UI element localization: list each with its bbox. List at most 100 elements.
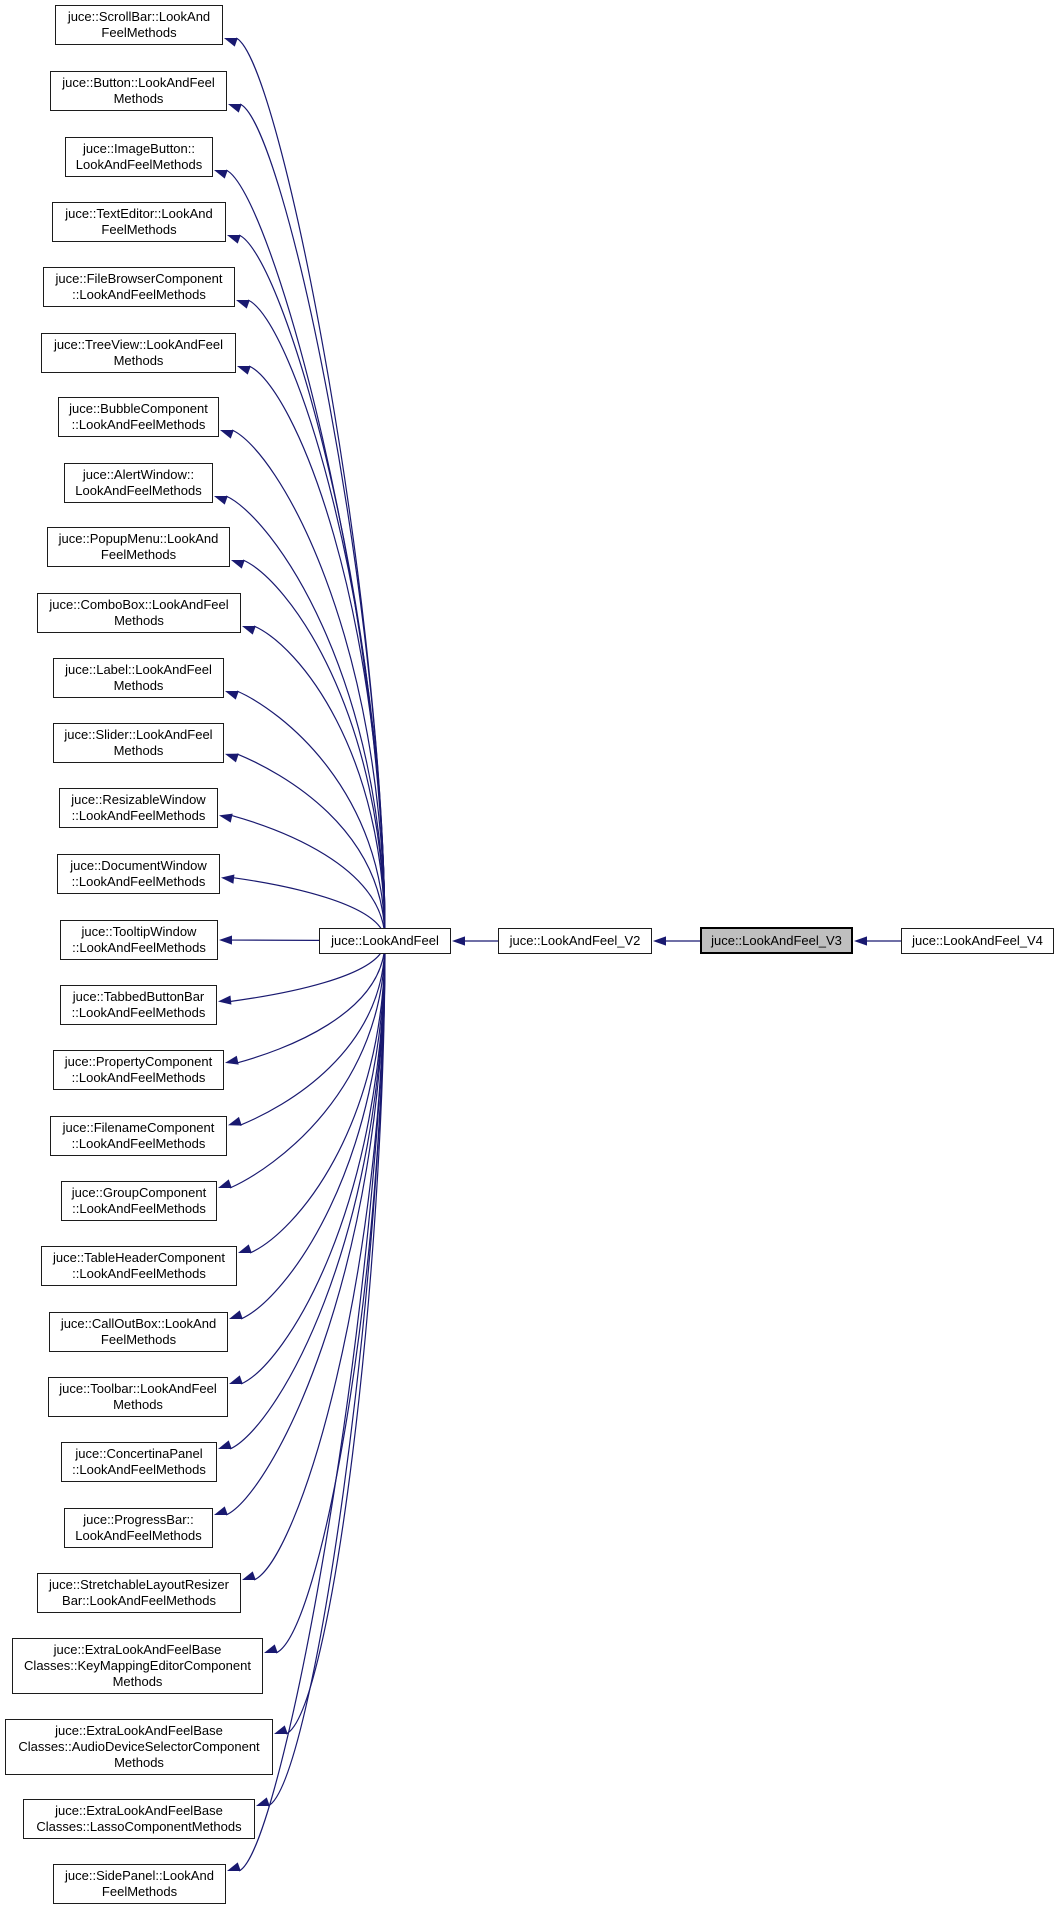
class-node-tooltipwindow-lookandfeelmethods[interactable]: juce::TooltipWindow::LookAndFeelMethods	[60, 920, 218, 960]
class-node-label-line: juce::SidePanel::LookAnd	[65, 1868, 214, 1883]
inheritance-edge	[225, 940, 386, 1516]
class-node-label-line: juce::ExtraLookAndFeelBase	[55, 1803, 223, 1818]
class-node-lookandfeel-v2[interactable]: juce::LookAndFeel_V2	[498, 928, 652, 954]
arrowhead	[229, 1375, 243, 1385]
class-node-propertycomponent-lookandfeelmethods[interactable]: juce::PropertyComponent::LookAndFeelMeth…	[53, 1050, 224, 1090]
class-node-lookandfeel-v3: juce::LookAndFeel_V3	[700, 927, 853, 954]
class-node-label: juce::LookAndFeel_V3	[711, 932, 842, 948]
class-node-lookandfeel-v4[interactable]: juce::LookAndFeel_V4	[901, 928, 1054, 954]
class-node-imagebutton-lookandfeelmethods[interactable]: juce::ImageButton::LookAndFeelMethods	[65, 137, 213, 177]
class-node-label-line: juce::ScrollBar::LookAnd	[67, 9, 211, 24]
class-node-label-line: juce::Slider::LookAndFeel	[64, 727, 213, 742]
class-node-documentwindow-lookandfeelmethods[interactable]: juce::DocumentWindow::LookAndFeelMethods	[57, 854, 220, 894]
inheritance-edge	[229, 940, 386, 1189]
class-node-groupcomponent-lookandfeelmethods[interactable]: juce::GroupComponent::LookAndFeelMethods	[61, 1181, 217, 1221]
class-node-label-line: juce::GroupComponent	[71, 1185, 207, 1200]
arrowhead	[274, 1725, 288, 1735]
class-node-concertinapanel-lookandfeelmethods[interactable]: juce::ConcertinaPanel::LookAndFeelMethod…	[61, 1442, 217, 1482]
arrowhead	[264, 1644, 278, 1654]
inheritance-edge	[242, 559, 386, 942]
class-node-label-line: juce::TreeView::LookAndFeel	[53, 337, 224, 352]
inheritance-edge	[249, 940, 386, 1254]
class-node-label-line: juce::TooltipWindow	[81, 924, 197, 939]
class-node-label-line: FeelMethods	[100, 1332, 177, 1347]
class-node-label-line: juce::TabbedButtonBar	[72, 989, 205, 1004]
class-node-label-line: ::LookAndFeelMethods	[72, 1201, 206, 1216]
inheritance-edge	[230, 814, 386, 942]
arrowhead	[452, 936, 465, 946]
inheritance-edge	[238, 234, 386, 942]
class-node-label-line: Methods	[114, 1755, 164, 1770]
class-node-lookandfeel[interactable]: juce::LookAndFeel	[319, 928, 451, 954]
class-node-resizablewindow-lookandfeelmethods[interactable]: juce::ResizableWindow::LookAndFeelMethod…	[59, 788, 218, 828]
arrowhead	[854, 936, 867, 946]
class-node-label-line: Bar::LookAndFeelMethods	[62, 1593, 216, 1608]
inheritance-edge	[239, 940, 386, 1126]
arrowhead	[214, 169, 228, 179]
class-node-label-line: juce::AlertWindow::	[82, 467, 195, 482]
class-node-progressbar-lookandfeelmethods[interactable]: juce::ProgressBar::LookAndFeelMethods	[64, 1508, 213, 1548]
arrowhead	[214, 495, 228, 505]
arrowhead	[256, 1797, 270, 1807]
class-node-tabbedbuttonbar-lookandfeelmethods[interactable]: juce::TabbedButtonBar::LookAndFeelMethod…	[60, 985, 217, 1025]
class-node-label-line: ::LookAndFeelMethods	[71, 1005, 206, 1020]
class-node-label-line: LookAndFeelMethods	[75, 1528, 202, 1543]
class-node-tableheadercomponent-lookandfeelmethods[interactable]: juce::TableHeaderComponent::LookAndFeelM…	[41, 1246, 237, 1286]
inheritance-edge	[238, 940, 386, 1872]
class-node-label-line: juce::CallOutBox::LookAnd	[60, 1316, 217, 1331]
class-node-label-line: FeelMethods	[100, 547, 177, 562]
arrowhead	[237, 365, 251, 375]
class-node-label-line: FeelMethods	[101, 25, 177, 40]
class-node-label-line: juce::ConcertinaPanel	[75, 1446, 203, 1461]
inheritance-edge	[240, 940, 386, 1320]
inheritance-edge	[236, 753, 386, 942]
class-node-filebrowsercomponent-lookandfeelmethods[interactable]: juce::FileBrowserComponent::LookAndFeelM…	[43, 267, 235, 307]
class-node-filenamecomponent-lookandfeelmethods[interactable]: juce::FilenameComponent::LookAndFeelMeth…	[50, 1116, 227, 1156]
arrowhead	[228, 1116, 242, 1126]
class-node-label-line: Methods	[113, 743, 164, 758]
class-node-label: juce::LookAndFeel	[331, 933, 439, 948]
arrowhead	[219, 935, 233, 945]
class-node-label-line: ::LookAndFeelMethods	[71, 874, 206, 889]
arrowhead	[229, 1310, 243, 1320]
class-node-label-line: ::LookAndFeelMethods	[71, 808, 206, 823]
arrowhead	[218, 1440, 232, 1450]
arrowhead	[219, 813, 233, 823]
class-node-label-line: Methods	[112, 1674, 163, 1689]
class-node-label-line: ::LookAndFeelMethods	[72, 287, 206, 302]
class-node-label-line: ::LookAndFeelMethods	[72, 940, 206, 955]
class-node-bubblecomponent-lookandfeelmethods[interactable]: juce::BubbleComponent::LookAndFeelMethod…	[58, 397, 219, 437]
class-node-label-line: Classes::KeyMappingEditorComponent	[24, 1658, 251, 1673]
class-node-alertwindow-lookandfeelmethods[interactable]: juce::AlertWindow::LookAndFeelMethods	[64, 463, 213, 503]
inheritance-edge	[236, 690, 386, 942]
class-node-label-line: juce::Button::LookAndFeel	[62, 75, 215, 90]
inheritance-edge	[240, 940, 386, 1385]
class-node-label-line: LookAndFeelMethods	[75, 157, 203, 172]
arrowhead	[653, 936, 666, 946]
class-node-label-line: Methods	[114, 613, 164, 628]
class-node-label-line: juce::ProgressBar::	[83, 1512, 194, 1527]
arrowhead	[242, 625, 256, 635]
arrowhead	[228, 103, 242, 113]
class-node-label-line: Classes::AudioDeviceSelectorComponent	[18, 1739, 260, 1754]
class-node-label: juce::LookAndFeel_V4	[912, 933, 1043, 948]
class-node-label-line: juce::Label::LookAndFeel	[65, 662, 212, 677]
class-node-label-line: juce::StretchableLayoutResizer	[49, 1577, 229, 1592]
class-node-label-line: juce::TableHeaderComponent	[53, 1250, 225, 1265]
